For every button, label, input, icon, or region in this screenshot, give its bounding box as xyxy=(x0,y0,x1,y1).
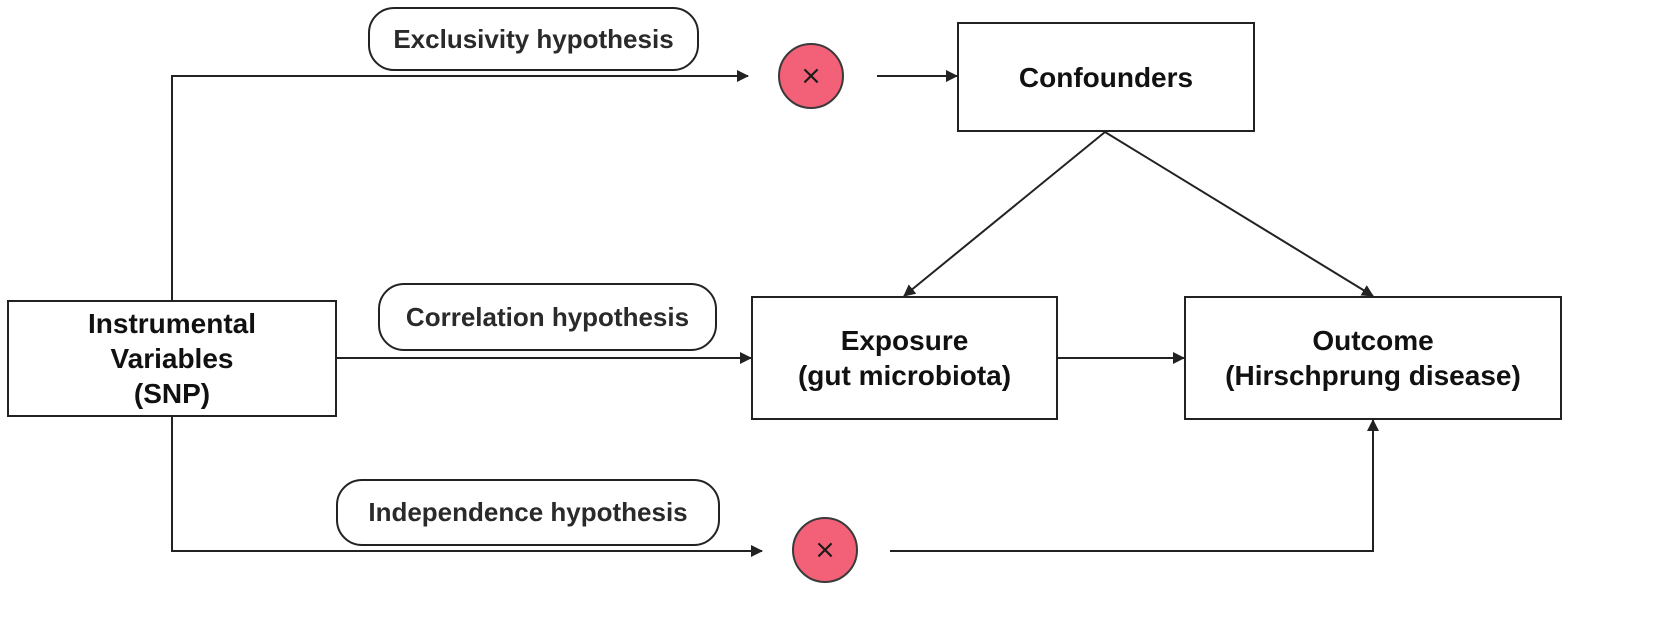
independence-hypothesis-label: Independence hypothesis xyxy=(336,479,720,546)
exclusivity-hypothesis-label: Exclusivity hypothesis xyxy=(368,7,699,71)
outcome-line-1: Outcome xyxy=(1312,325,1434,356)
arrow-iv-to-exclusivity-block xyxy=(171,70,749,300)
confounders-node: Confounders xyxy=(957,22,1255,132)
exposure-line-2: (gut microbiota) xyxy=(797,360,1012,391)
outcome-line-2: (Hirschprung disease) xyxy=(1225,360,1521,391)
outcome-node: Outcome (Hirschprung disease) xyxy=(1184,296,1562,420)
instrumental-variables-node: Instrumental Variables (SNP) xyxy=(7,300,337,417)
confounders-label: Confounders xyxy=(1018,61,1194,93)
x-mark-icon: × xyxy=(792,517,858,583)
arrow-independence-block-to-outcome xyxy=(890,419,1379,552)
x-mark-glyph: × xyxy=(800,61,822,91)
arrow-iv-to-independence-block xyxy=(171,417,763,557)
arrow-confounders-to-outcome xyxy=(1104,131,1374,297)
arrow-confounders-to-exposure xyxy=(903,131,1106,297)
x-mark-glyph: × xyxy=(814,535,836,565)
instrumental-variables-line-2: Variables xyxy=(110,343,234,374)
exposure-node: Exposure (gut microbiota) xyxy=(751,296,1058,420)
correlation-hypothesis-label: Correlation hypothesis xyxy=(378,283,717,351)
instrumental-variables-line-1: Instrumental xyxy=(87,308,257,339)
instrumental-variables-line-3: (SNP) xyxy=(133,378,211,409)
exposure-line-1: Exposure xyxy=(840,325,969,356)
x-mark-icon: × xyxy=(778,43,844,109)
